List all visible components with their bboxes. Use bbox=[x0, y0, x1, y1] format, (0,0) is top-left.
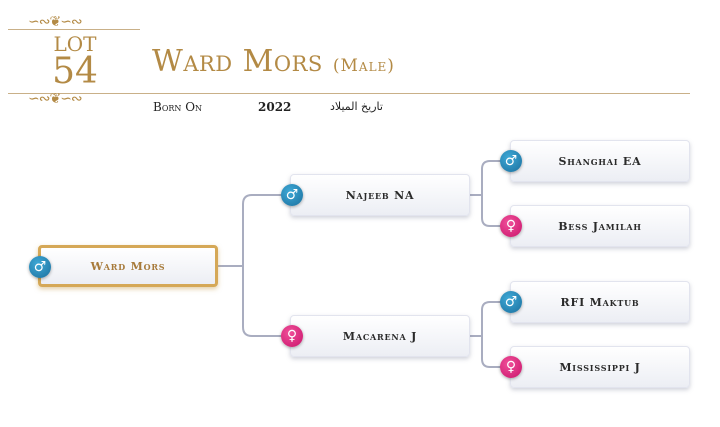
divider bbox=[8, 93, 690, 94]
horse-name: Ward Mors bbox=[90, 259, 166, 273]
female-icon: ♀ bbox=[500, 356, 522, 378]
horse-title: Ward Mors (Male) bbox=[152, 44, 395, 79]
connector-gen1 bbox=[218, 194, 290, 337]
lot-number: 54 bbox=[52, 51, 98, 92]
male-icon: ♂ bbox=[500, 291, 522, 313]
horse-name: Najeeb NA bbox=[345, 188, 415, 202]
horse-name: Shanghai EA bbox=[558, 154, 642, 168]
female-icon: ♀ bbox=[281, 325, 303, 347]
horse-name: Ward Mors bbox=[152, 44, 323, 79]
horse-name: Bess Jamilah bbox=[558, 219, 642, 233]
pedigree-sire-dam[interactable]: Bess Jamilah bbox=[510, 205, 690, 247]
female-icon: ♀ bbox=[500, 215, 522, 237]
ornament-top: ∽∾❦∽∾ bbox=[28, 14, 83, 30]
pedigree-dam-sire[interactable]: RFI Maktub bbox=[510, 281, 690, 323]
pedigree-dam[interactable]: Macarena J bbox=[290, 315, 470, 357]
pedigree-subject[interactable]: Ward Mors bbox=[38, 245, 218, 287]
pedigree-sire[interactable]: Najeeb NA bbox=[290, 174, 470, 216]
male-icon: ♂ bbox=[281, 184, 303, 206]
ornament-bottom: ∽∾❦∽∾ bbox=[28, 91, 83, 107]
born-on-arabic: تاريخ الميلاد bbox=[330, 100, 383, 113]
sex-label: (Male) bbox=[332, 56, 395, 76]
pedigree-sire-sire[interactable]: Shanghai EA bbox=[510, 140, 690, 182]
horse-name: Mississippi J bbox=[559, 360, 641, 374]
horse-name: RFI Maktub bbox=[560, 295, 640, 309]
connector-dam bbox=[470, 301, 510, 368]
connector-sire bbox=[470, 160, 510, 227]
male-icon: ♂ bbox=[29, 256, 51, 278]
male-icon: ♂ bbox=[500, 150, 522, 172]
pedigree-dam-dam[interactable]: Mississippi J bbox=[510, 346, 690, 388]
born-on-label: Born On bbox=[153, 100, 203, 114]
horse-name: Macarena J bbox=[342, 329, 418, 343]
born-year: 2022 bbox=[258, 100, 292, 114]
lot-label: LOT bbox=[53, 32, 97, 56]
divider bbox=[8, 29, 140, 30]
